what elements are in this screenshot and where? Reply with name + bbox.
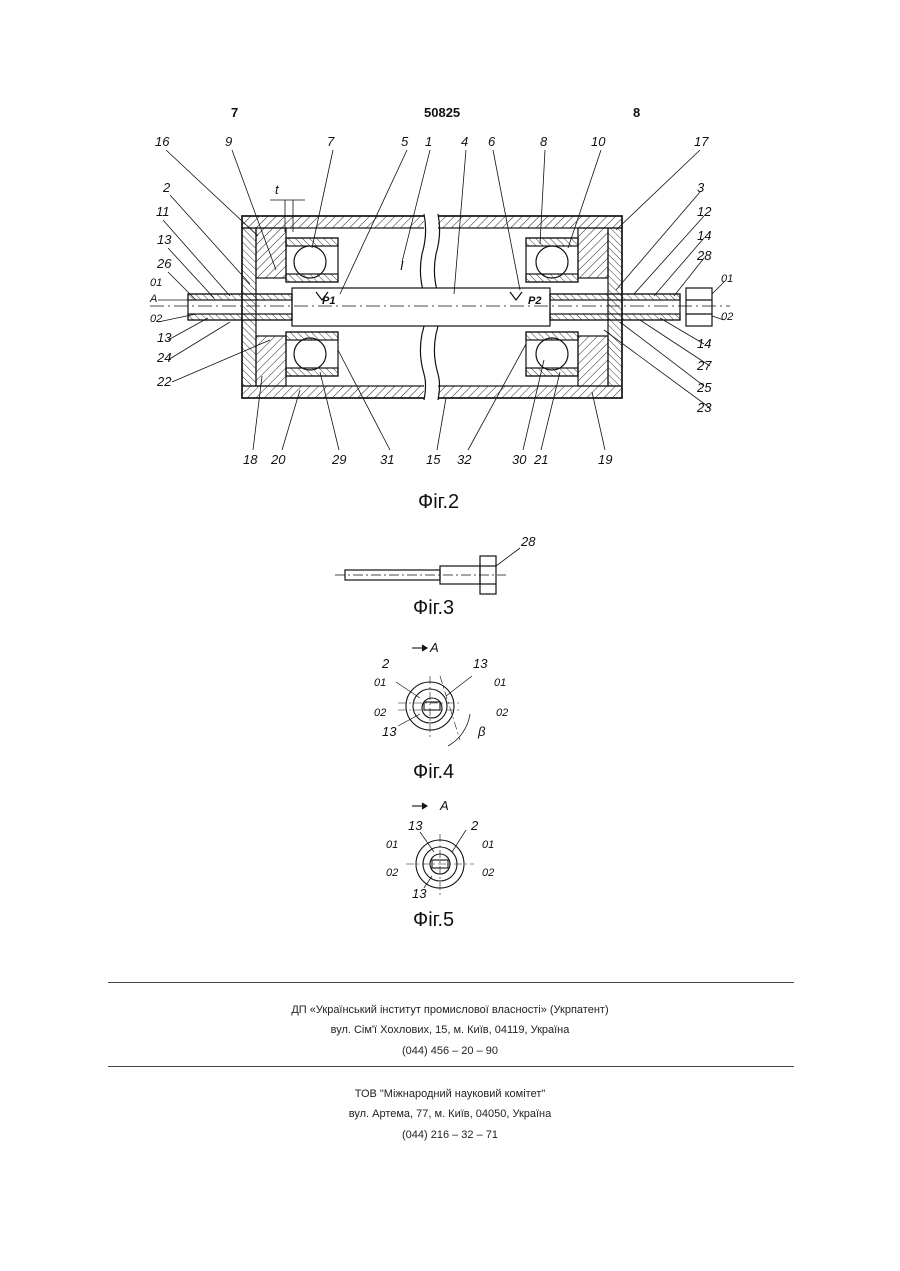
footer-line: (044) 456 – 20 – 90 (0, 1045, 900, 1057)
fig4-drawing (396, 645, 472, 746)
footer-line: (044) 216 – 32 – 71 (0, 1129, 900, 1141)
fig2-label: 22 (156, 374, 172, 389)
fig5-caption: Фіг.5 (413, 909, 454, 931)
fig2-inner-label: P2 (528, 295, 541, 307)
fig2-label: 6 (488, 134, 496, 149)
fig5-view-label: A (439, 798, 449, 813)
fig2-inner-label: P1 (322, 295, 335, 307)
fig2-caption: Фіг.2 (418, 491, 459, 513)
fig3-label: 28 (520, 534, 536, 549)
fig2-label: 28 (696, 248, 712, 263)
fig2-label: 13 (157, 232, 172, 247)
fig4-label: 01 (374, 677, 386, 689)
footer-line: ТОВ "Міжнародний науковий комітет" (0, 1088, 900, 1100)
fig2-label: 13 (157, 330, 172, 345)
fig2-label: 2 (162, 180, 171, 195)
fig3-caption: Фіг.3 (413, 597, 454, 619)
fig2-label: 8 (540, 134, 548, 149)
fig2-label: 31 (380, 452, 394, 467)
fig4-label: 13 (473, 656, 488, 671)
fig5-label: 01 (386, 839, 398, 851)
fig2-label: 32 (457, 452, 472, 467)
fig2-label: 27 (696, 358, 712, 373)
fig2-label: 7 (327, 134, 335, 149)
fig2-label: 19 (598, 452, 612, 467)
fig4-view-label: A (429, 640, 439, 655)
patent-drawings: 16 9 7 5 1 4 6 8 10 17 2 11 13 26 01 A 0… (0, 0, 900, 960)
fig2-label: 12 (697, 204, 712, 219)
fig4-label: β (477, 724, 486, 739)
fig2-axis-label: 02 (150, 313, 162, 325)
fig5-label: 2 (470, 818, 479, 833)
fig5-label: 13 (412, 886, 427, 901)
fig2-axis-label: A (149, 293, 157, 305)
fig4-label: 2 (381, 656, 390, 671)
fig2-label: 29 (331, 452, 346, 467)
fig2-label: 26 (156, 256, 172, 271)
fig4-caption: Фіг.4 (413, 761, 454, 783)
fig2-label: 18 (243, 452, 258, 467)
fig2-label: 20 (270, 452, 286, 467)
footer-divider (108, 982, 794, 983)
fig2-label: 15 (426, 452, 441, 467)
fig2-label: 17 (694, 134, 709, 149)
fig2-label: 9 (225, 134, 232, 149)
fig2-inner-label: I (400, 258, 404, 273)
fig2-axis-label: 01 (150, 277, 162, 289)
fig5-label: 01 (482, 839, 494, 851)
footer-line: ДП «Український інститут промислової вла… (0, 1004, 900, 1016)
fig3-drawing (335, 548, 520, 594)
fig5-label: 02 (482, 867, 494, 879)
fig2-label: 24 (156, 350, 171, 365)
footer-divider (108, 1066, 794, 1067)
fig4-label: 02 (496, 707, 508, 719)
fig2-label: 16 (155, 134, 170, 149)
fig2-label: 23 (696, 400, 712, 415)
fig5-label: 02 (386, 867, 398, 879)
fig2-label: 14 (697, 336, 711, 351)
fig4-label: 01 (494, 677, 506, 689)
fig2-label: 25 (696, 380, 712, 395)
fig5-labels: A 13 2 01 01 02 02 13 Фіг.5 (386, 798, 494, 931)
fig2-label: 14 (697, 228, 711, 243)
fig2-label: 5 (401, 134, 409, 149)
fig4-label: 13 (382, 724, 397, 739)
footer-line: вул. Артема, 77, м. Київ, 04050, Україна (0, 1108, 900, 1120)
fig5-label: 13 (408, 818, 423, 833)
fig2-label: 21 (533, 452, 548, 467)
fig2-label: 1 (425, 134, 432, 149)
fig2-label: 11 (156, 204, 170, 219)
fig2-label: 3 (697, 180, 705, 195)
fig2-label: 30 (512, 452, 527, 467)
footer-line: вул. Сім'ї Хохлових, 15, м. Київ, 04119,… (0, 1024, 900, 1036)
fig2-inner-label: t (275, 182, 280, 197)
fig2-axis-label: 02 (721, 311, 733, 323)
fig2-label: 4 (461, 134, 468, 149)
fig2-axis-label: 01 (721, 273, 733, 285)
fig2-drawing (150, 200, 730, 400)
fig4-label: 02 (374, 707, 386, 719)
fig2-label: 10 (591, 134, 606, 149)
fig5-drawing (406, 803, 474, 896)
